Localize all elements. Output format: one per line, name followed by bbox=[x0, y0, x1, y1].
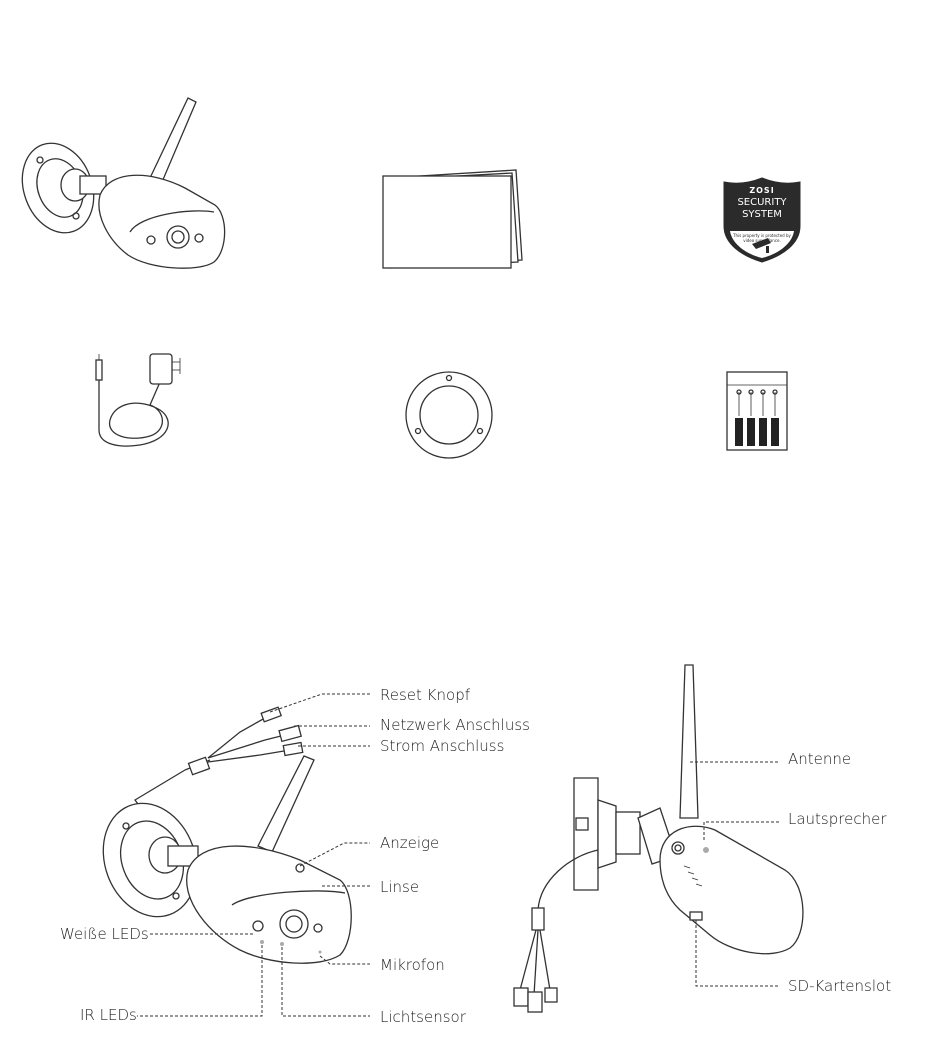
label-antenna: Antenne bbox=[788, 750, 851, 768]
label-reset-button: Reset Knopf bbox=[380, 686, 470, 704]
label-sd-card-slot: SD-Kartenslot bbox=[788, 977, 891, 995]
label-speaker: Lautsprecher bbox=[788, 810, 887, 828]
badge-line2: SYSTEM bbox=[722, 209, 802, 220]
badge-line1: SECURITY bbox=[722, 197, 802, 208]
badge-brand: ZOSI bbox=[722, 186, 802, 195]
label-white-leds: Weiße LEDs bbox=[60, 925, 149, 943]
label-ir-leds: IR LEDs bbox=[80, 1006, 137, 1024]
badge-note2: video surveillance. bbox=[722, 238, 802, 243]
label-indicator: Anzeige bbox=[380, 834, 439, 852]
label-light-sensor: Lichtsensor bbox=[380, 1008, 466, 1026]
label-lens: Linse bbox=[380, 878, 419, 896]
label-power-port: Strom Anschluss bbox=[380, 737, 504, 755]
label-microphone: Mikrofon bbox=[380, 956, 445, 974]
label-network-port: Netzwerk Anschluss bbox=[380, 716, 530, 734]
security-sticker: ZOSI SECURITY SYSTEM This property is pr… bbox=[722, 176, 802, 264]
